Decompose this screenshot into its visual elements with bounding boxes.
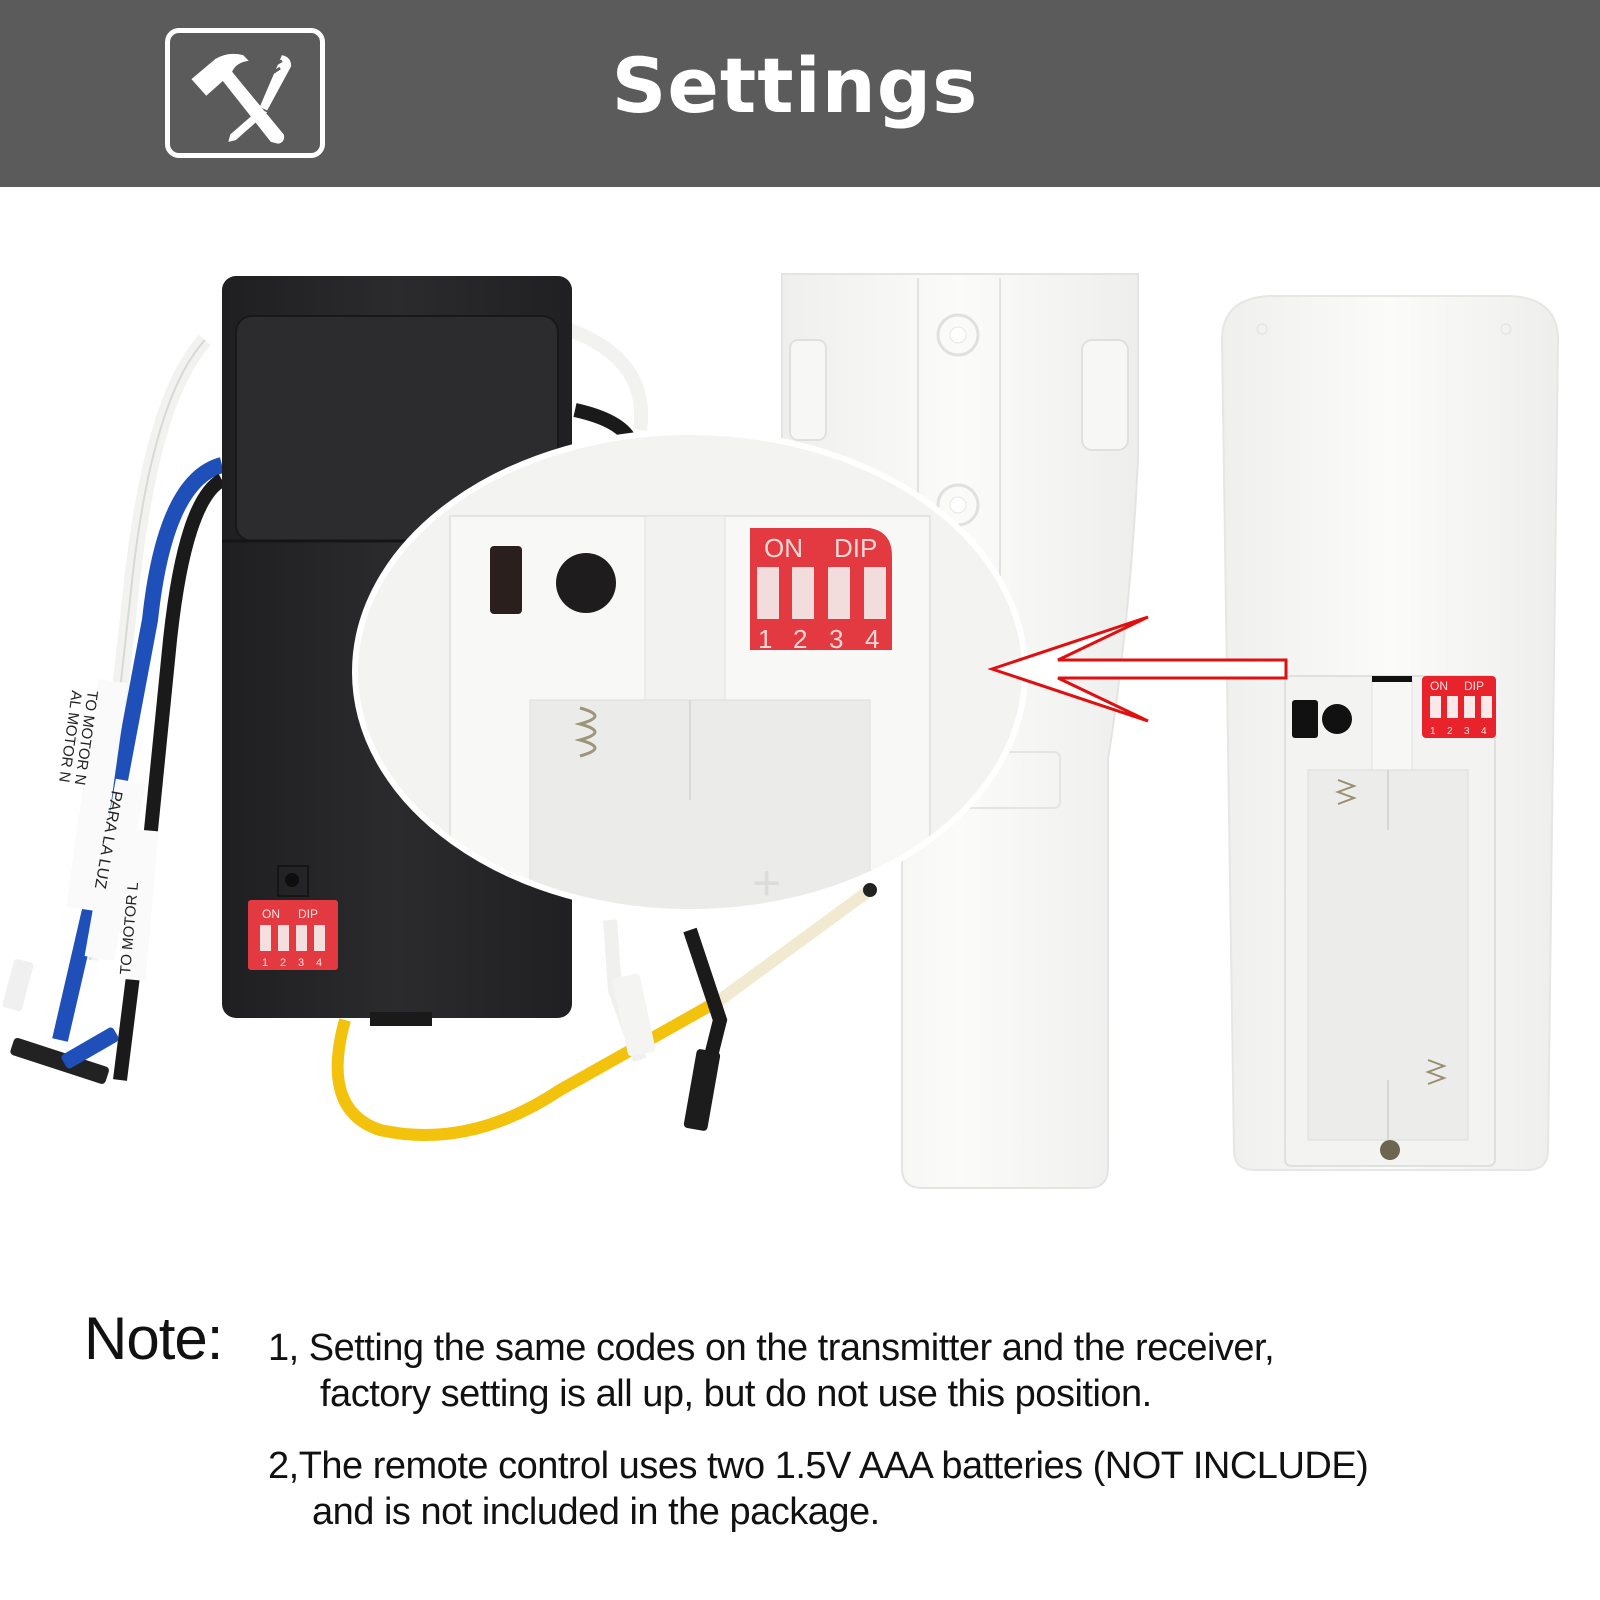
note-item-number: 2, <box>268 1445 299 1487</box>
svg-text:1: 1 <box>758 624 772 654</box>
note-item-2: 2,The remote control uses two 1.5V AAA b… <box>268 1442 1369 1490</box>
svg-text:DIP: DIP <box>298 907 318 921</box>
svg-text:+: + <box>752 855 781 911</box>
svg-text:3: 3 <box>1464 726 1470 737</box>
note-item-2-continuation: and is not included in the package. <box>312 1491 880 1533</box>
product-illustration: TO MOTOR N AL MOTOR N PARA LA LUZ TO MOT… <box>0 187 1600 1237</box>
svg-text:3: 3 <box>298 957 304 969</box>
svg-text:3: 3 <box>829 624 843 654</box>
remote-dip-switch: ON DIP 1 2 3 4 <box>1422 676 1496 738</box>
svg-text:4: 4 <box>316 957 322 969</box>
svg-text:2: 2 <box>1447 726 1453 737</box>
svg-text:DIP: DIP <box>834 533 877 563</box>
svg-text:ON: ON <box>262 907 280 921</box>
tools-icon <box>165 28 325 158</box>
remote-control: ON DIP 1 2 3 4 <box>1220 295 1560 1171</box>
magnified-dip-switch: ON DIP 1 2 3 4 <box>750 528 892 654</box>
magnified-view: + ON DIP 1 2 3 4 <box>352 429 1028 915</box>
header-bar: Settings <box>0 0 1600 187</box>
receiver-dip-switch: ON DIP 1 2 3 4 <box>248 900 338 970</box>
svg-text:2: 2 <box>793 624 807 654</box>
page-title: Settings <box>611 41 979 130</box>
note-item-1-continuation: factory setting is all up, but do not us… <box>320 1373 1152 1415</box>
note-item-number: 1, <box>268 1327 299 1369</box>
svg-text:2: 2 <box>280 957 286 969</box>
note-label: Note: <box>84 1305 223 1372</box>
svg-text:4: 4 <box>1481 726 1487 737</box>
svg-text:1: 1 <box>1430 726 1436 737</box>
svg-text:DIP: DIP <box>1464 679 1484 693</box>
svg-text:1: 1 <box>262 957 268 969</box>
note-item-text: The remote control uses two 1.5V AAA bat… <box>298 1445 1369 1487</box>
hammer-screwdriver-icon <box>191 53 292 144</box>
red-arrow-icon <box>987 615 1288 723</box>
svg-text:4: 4 <box>865 624 879 654</box>
note-item-1: 1, Setting the same codes on the transmi… <box>268 1324 1275 1372</box>
svg-text:ON: ON <box>764 533 803 563</box>
svg-text:ON: ON <box>1430 679 1448 693</box>
note-section: Note: 1, Setting the same codes on the t… <box>0 1270 1600 1570</box>
note-item-text: Setting the same codes on the transmitte… <box>308 1327 1275 1369</box>
